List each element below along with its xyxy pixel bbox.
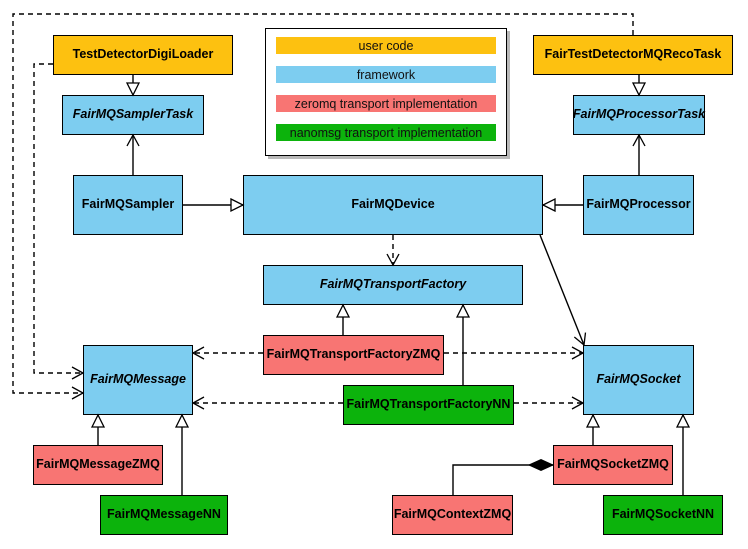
node-label: FairMQDevice [351, 197, 435, 212]
node-fairmq-message-nn: FairMQMessageNN [100, 495, 228, 535]
node-fairmq-sampler: FairMQSampler [73, 175, 183, 235]
legend-item-nanomsg: nanomsg transport implementation [276, 124, 496, 141]
node-label: FairMQSamplerTask [72, 107, 194, 122]
node-label: FairMQContextZMQ [393, 507, 512, 522]
node-label: FairMQProcessorTask [572, 107, 706, 122]
node-label: FairTestDetectorMQRecoTask [544, 47, 722, 62]
legend: user code framework zeromq transport imple… [265, 28, 507, 156]
legend-item-user_code: user code [276, 37, 496, 54]
node-fairmq-message: FairMQMessage [83, 345, 193, 415]
node-fair-test-detector-mq-reco-task: FairTestDetectorMQRecoTask [533, 35, 733, 75]
node-label: FairMQProcessor [586, 197, 691, 212]
node-fairmq-context-zmq: FairMQContextZMQ [392, 495, 513, 535]
node-fairmq-processor-task: FairMQProcessorTask [573, 95, 705, 135]
node-label: FairMQSocketZMQ [557, 457, 669, 472]
node-fairmq-transport-factory: FairMQTransportFactory [263, 265, 523, 305]
node-fairmq-socket-zmq: FairMQSocketZMQ [553, 445, 673, 485]
node-label: FairMQSocket [596, 372, 681, 387]
node-fairmq-socket: FairMQSocket [583, 345, 694, 415]
node-test-detector-digi-loader: TestDetectorDigiLoader [53, 35, 233, 75]
node-fairmq-transport-factory-nn: FairMQTransportFactoryNN [343, 385, 514, 425]
edge-socketzmq-owns-contextzmq [452, 465, 553, 495]
node-label: FairMQSocketNN [611, 507, 715, 522]
legend-item-framework: framework [276, 66, 496, 83]
node-fairmq-transport-factory-zmq: FairMQTransportFactoryZMQ [263, 335, 444, 375]
node-label: FairMQSampler [81, 197, 175, 212]
node-fairmq-message-zmq: FairMQMessageZMQ [33, 445, 163, 485]
node-label: FairMQTransportFactoryZMQ [266, 347, 441, 362]
node-label: FairMQMessageZMQ [36, 457, 160, 472]
node-fairmq-sampler-task: FairMQSamplerTask [62, 95, 204, 135]
legend-item-zeromq: zeromq transport implementation [276, 95, 496, 112]
node-label: FairMQMessageNN [107, 507, 221, 522]
node-fairmq-socket-nn: FairMQSocketNN [603, 495, 723, 535]
node-fairmq-device: FairMQDevice [243, 175, 543, 235]
node-label: FairMQTransportFactoryNN [346, 397, 511, 412]
node-fairmq-processor: FairMQProcessor [583, 175, 694, 235]
node-label: FairMQTransportFactory [319, 277, 467, 292]
edge-device-uses-socket [539, 234, 587, 347]
node-label: TestDetectorDigiLoader [72, 47, 214, 62]
node-label: FairMQMessage [90, 372, 186, 387]
